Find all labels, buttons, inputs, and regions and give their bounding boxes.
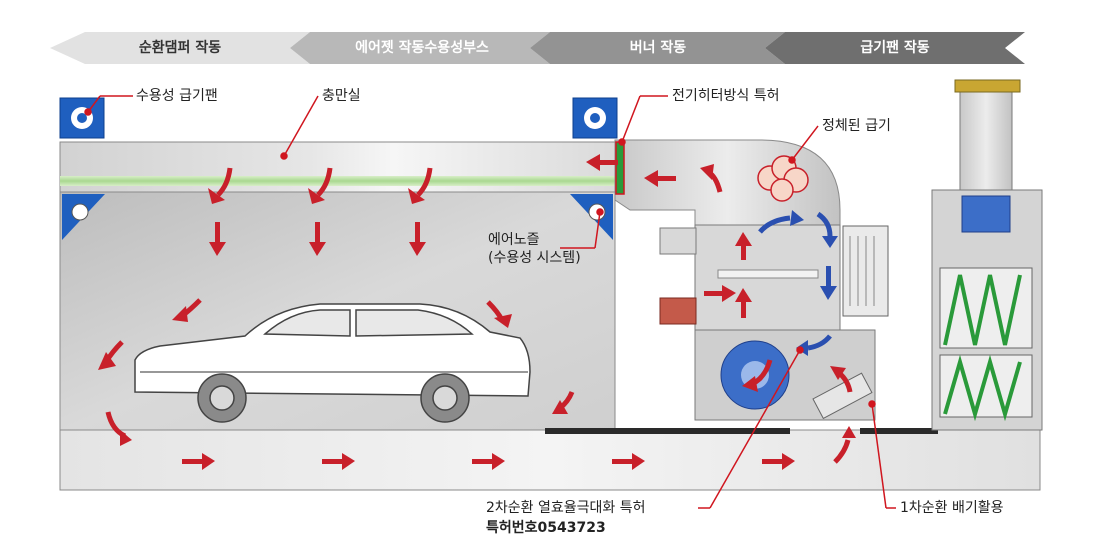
arrow-pit-2: [322, 453, 355, 470]
arrow-duct-curve: [700, 164, 723, 193]
heat-recovery-label: 2차순환 열효율극대화 특허: [486, 500, 646, 516]
heat-exchanger-filter: [812, 372, 873, 420]
exhaust-fan: [961, 195, 1011, 233]
arrow-up-2: [735, 288, 752, 318]
arrow-right-2: [552, 391, 575, 414]
arrow-up-1: [735, 232, 752, 260]
arrow-curve-2: [308, 167, 333, 204]
process-step-1-label: 순환댐퍼 작동: [138, 40, 222, 56]
arrow-curve-1: [208, 167, 233, 204]
process-step-4-chevron: [765, 32, 1025, 64]
air-nozzle-left: [62, 194, 105, 240]
process-step-2-chevron: [290, 32, 550, 64]
leader-lines: [84, 95, 896, 509]
air-nozzle-label: 에어노즐: [488, 232, 540, 248]
exhaust-tower: [931, 79, 1043, 431]
process-step-3-chevron: [530, 32, 785, 64]
exhaust-reuse-label: 1차순환 배기활용: [900, 500, 1004, 516]
chamber-label: 충만실: [322, 88, 361, 104]
arrow-down-1: [209, 222, 226, 256]
flow-arrows-blue: [758, 210, 838, 356]
electric-heater: [615, 141, 625, 195]
arrow-heater-out-1: [586, 154, 618, 171]
process-step-1-chevron: [50, 32, 310, 64]
arrow-pit-curve: [105, 411, 132, 446]
arrow-fan-curve: [742, 359, 773, 392]
arrow-recirc: [830, 366, 853, 393]
supply-fan-left: [59, 97, 105, 139]
supply-fan-label: 수용성 급기팬: [136, 88, 218, 104]
car: [134, 303, 531, 423]
heater-unit: [614, 139, 889, 421]
arrow-left-2: [98, 340, 124, 370]
grating-1: [545, 428, 790, 434]
flow-arrows-red: [98, 154, 856, 470]
supply-fan-right: [572, 97, 618, 139]
grating-2: [860, 428, 938, 434]
process-step-2-label: 에어젯 작동수용성부스: [355, 40, 489, 56]
burner-nozzle: [659, 297, 697, 325]
process-step-4-label: 급기팬 작동: [860, 40, 930, 56]
air-nozzle-sublabel: (수용성 시스템): [488, 250, 581, 266]
patent-number-label: 특허번호0543723: [486, 520, 606, 536]
arrow-left-1: [172, 298, 202, 322]
arrow-pit-5: [762, 453, 795, 470]
arrow-right-1: [486, 300, 512, 328]
arrow-pit-4: [612, 453, 645, 470]
arrow-pit-up: [833, 426, 856, 464]
arrow-curve-3: [408, 167, 433, 204]
arrow-pit-3: [472, 453, 505, 470]
arrow-down-2: [309, 222, 326, 256]
stagnant-air-label: 정체된 급기: [822, 118, 891, 134]
arrow-burner-right: [704, 285, 736, 302]
heater-patent-label: 전기히터방식 특허: [672, 88, 780, 104]
process-bar: [50, 32, 1025, 64]
ceiling-filter: [60, 176, 615, 186]
process-step-3-label: 버너 작동: [629, 40, 687, 56]
arrow-heater-out-2: [644, 170, 676, 187]
arrow-pit-1: [182, 453, 215, 470]
arrow-down-3: [409, 222, 426, 256]
